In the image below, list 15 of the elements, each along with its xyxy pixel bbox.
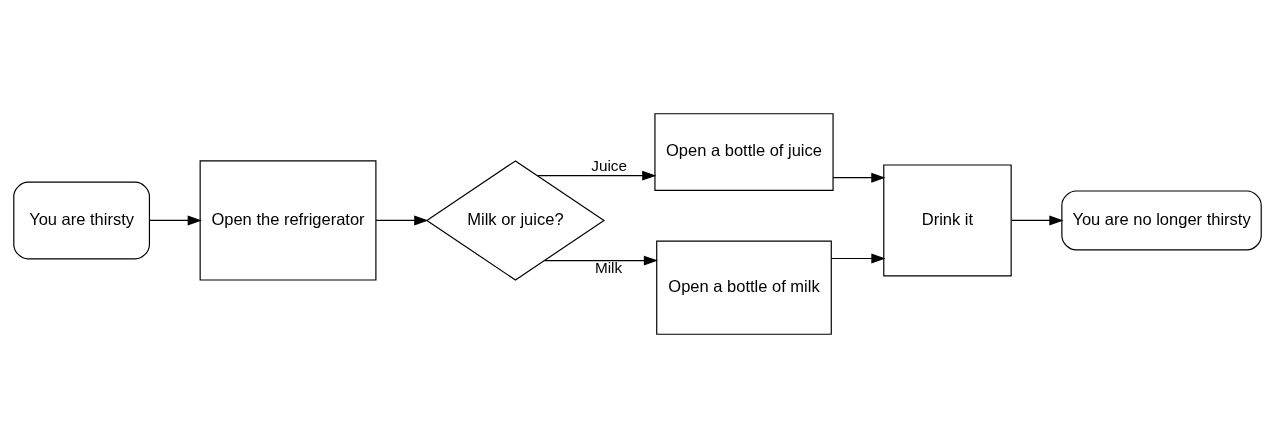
node-box: Open the refrigerator (199, 159, 377, 281)
arrow (832, 172, 886, 183)
node-box: You are thirsty (13, 181, 150, 259)
node-box: Drink it (883, 163, 1012, 276)
arrow (537, 170, 657, 181)
arrow (1011, 215, 1064, 225)
node-box: Open a bottle of juice (654, 112, 834, 191)
arrow (149, 215, 202, 225)
arrow (830, 253, 886, 263)
edge-label: Juice (591, 156, 628, 174)
node-box: Open a bottle of milk (656, 240, 832, 335)
arrow (543, 255, 658, 266)
node-box: You are no longer thirsty (1061, 189, 1262, 251)
edge-label: Milk (594, 258, 623, 276)
arrow (375, 215, 429, 225)
